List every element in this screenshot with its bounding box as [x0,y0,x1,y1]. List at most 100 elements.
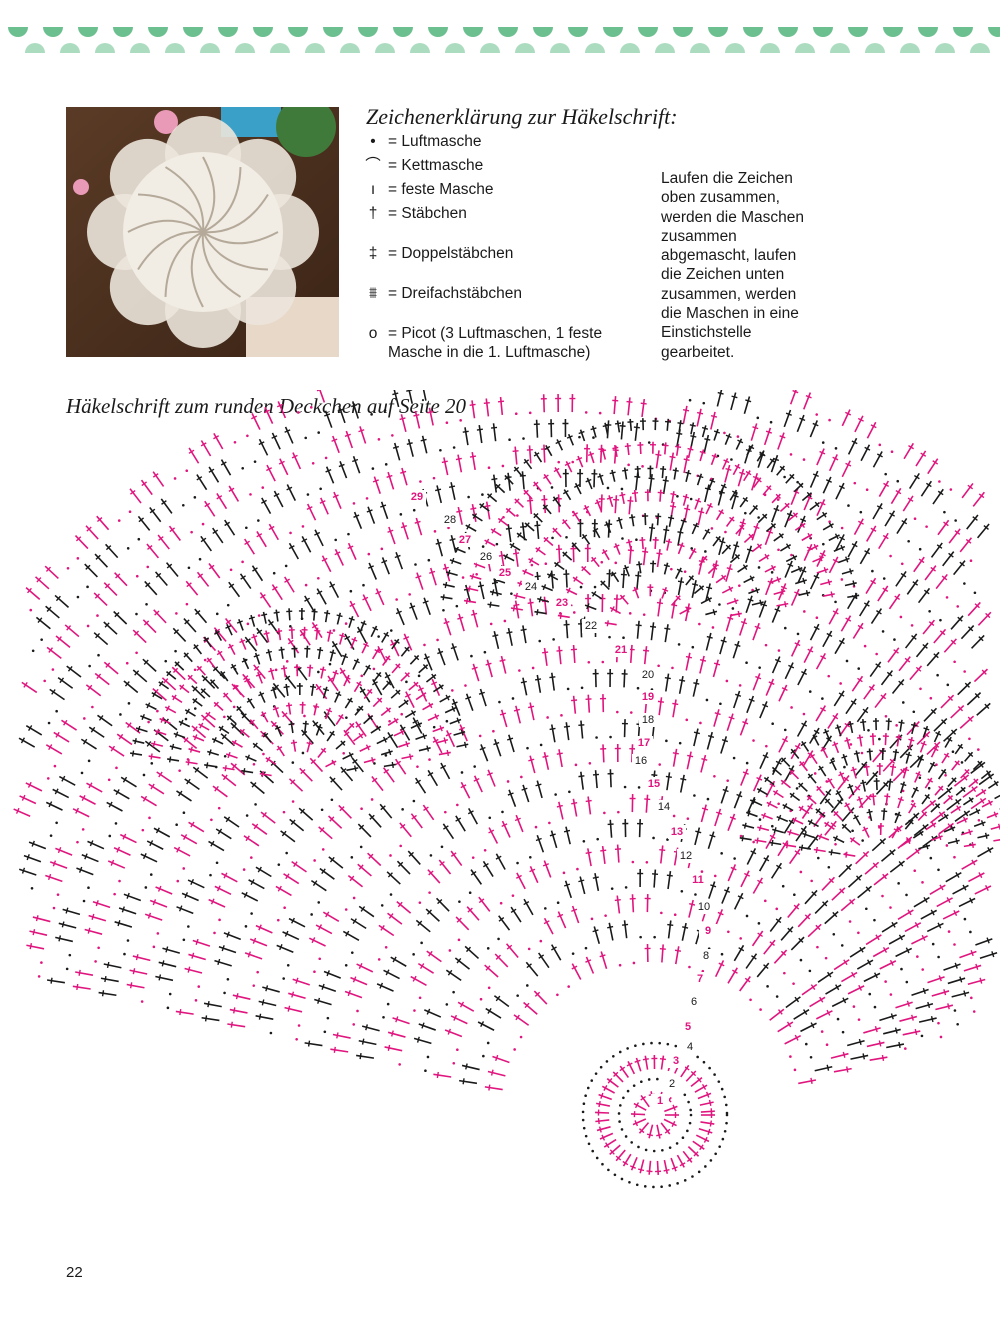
stitch-mark [428,407,434,426]
stitch-mark [159,717,171,725]
stitch-mark [209,679,220,690]
chain-dot [828,418,831,422]
round-number: 1 [657,1095,663,1107]
chain-dot [317,576,320,580]
stitch-mark [818,765,827,777]
stitch-mark [187,674,198,685]
stitch-mark [848,784,862,800]
stitch-mark [828,534,840,542]
stitch-mark [258,1000,277,1007]
chain-dot [455,604,459,608]
round-number: 9 [705,925,711,937]
stitch-mark [670,1157,677,1172]
stitch-mark [950,805,962,814]
stitch-mark [66,665,82,678]
stitch-mark [214,959,232,967]
stitch-mark [223,692,233,703]
chain-dot [640,1080,643,1084]
chain-dot [291,761,295,764]
chain-dot [215,861,219,865]
stitch-mark [386,871,401,885]
stitch-mark [932,488,944,505]
stitch-mark [325,466,335,484]
stitch-mark [113,789,130,800]
border-dot [340,43,360,53]
stitch-mark [664,442,667,455]
chain-dot [497,937,500,941]
round-number: 2 [669,1078,675,1090]
stitch-mark [208,466,220,483]
stitch-mark [737,468,745,487]
chain-dot [213,931,216,935]
stitch-mark [769,916,782,932]
stitch-mark [704,484,710,503]
stitch-mark [632,1118,647,1126]
chain-dot [752,739,755,742]
stitch-mark [731,541,739,559]
stitch-mark [471,513,483,522]
chain-dot [516,994,519,997]
stitch-mark [874,692,887,709]
stitch-mark [315,924,333,935]
stitch-mark [650,622,655,641]
stitch-mark [456,743,469,748]
stitch-mark [623,669,626,688]
stitch-mark [611,469,616,482]
stitch-mark [802,750,814,767]
stitch-mark [908,736,913,749]
stitch-mark [165,562,179,578]
stitch-mark [422,703,434,711]
stitch-mark [917,587,931,604]
stitch-mark [363,715,374,725]
chain-dot [246,434,249,438]
stitch-mark [450,1015,468,1025]
chain-dot [730,458,733,461]
stitch-mark [821,876,836,891]
stitch-mark [160,498,173,514]
stitch-mark [638,1122,650,1134]
stitch-mark [449,559,462,565]
round-number: 7 [697,973,703,985]
stitch-mark [771,766,783,776]
stitch-mark [743,576,755,584]
stitch-mark [899,744,914,759]
chain-dot [388,719,391,723]
stitch-mark [586,477,593,490]
stitch-mark [324,410,333,428]
stitch-mark [399,822,412,838]
stitch-mark [118,907,137,915]
border-dot [113,27,133,37]
stitch-mark [850,1054,869,1060]
stitch-mark [861,779,866,792]
stitch-mark [500,551,505,570]
chain-dot [702,401,706,405]
stitch-mark [114,921,133,928]
stitch-mark [752,673,761,691]
stitch-mark [913,556,925,573]
stitch-mark [757,826,770,832]
stitch-mark [104,543,119,559]
stitch-mark [713,709,720,727]
stitch-mark [357,823,372,838]
chain-dot [384,754,388,757]
chain-dot [257,519,260,522]
stitch-mark [537,597,550,603]
stitch-mark [827,712,839,729]
stitch-mark [198,723,210,731]
stitch-mark [757,513,768,524]
stitch-mark [873,873,889,886]
stitch-mark [777,840,789,857]
chain-dot [963,917,967,921]
stitch-mark [672,699,677,718]
border-dot [235,43,255,53]
stitch-mark [748,588,760,595]
stitch-mark [856,959,874,970]
chain-dot [591,1149,595,1153]
stitch-mark [784,560,793,578]
chain-dot [344,908,348,911]
stitch-mark [391,663,401,674]
chain-dot [146,565,150,569]
stitch-mark [196,474,208,491]
chain-dot [949,488,953,491]
stitch-mark [331,669,338,682]
